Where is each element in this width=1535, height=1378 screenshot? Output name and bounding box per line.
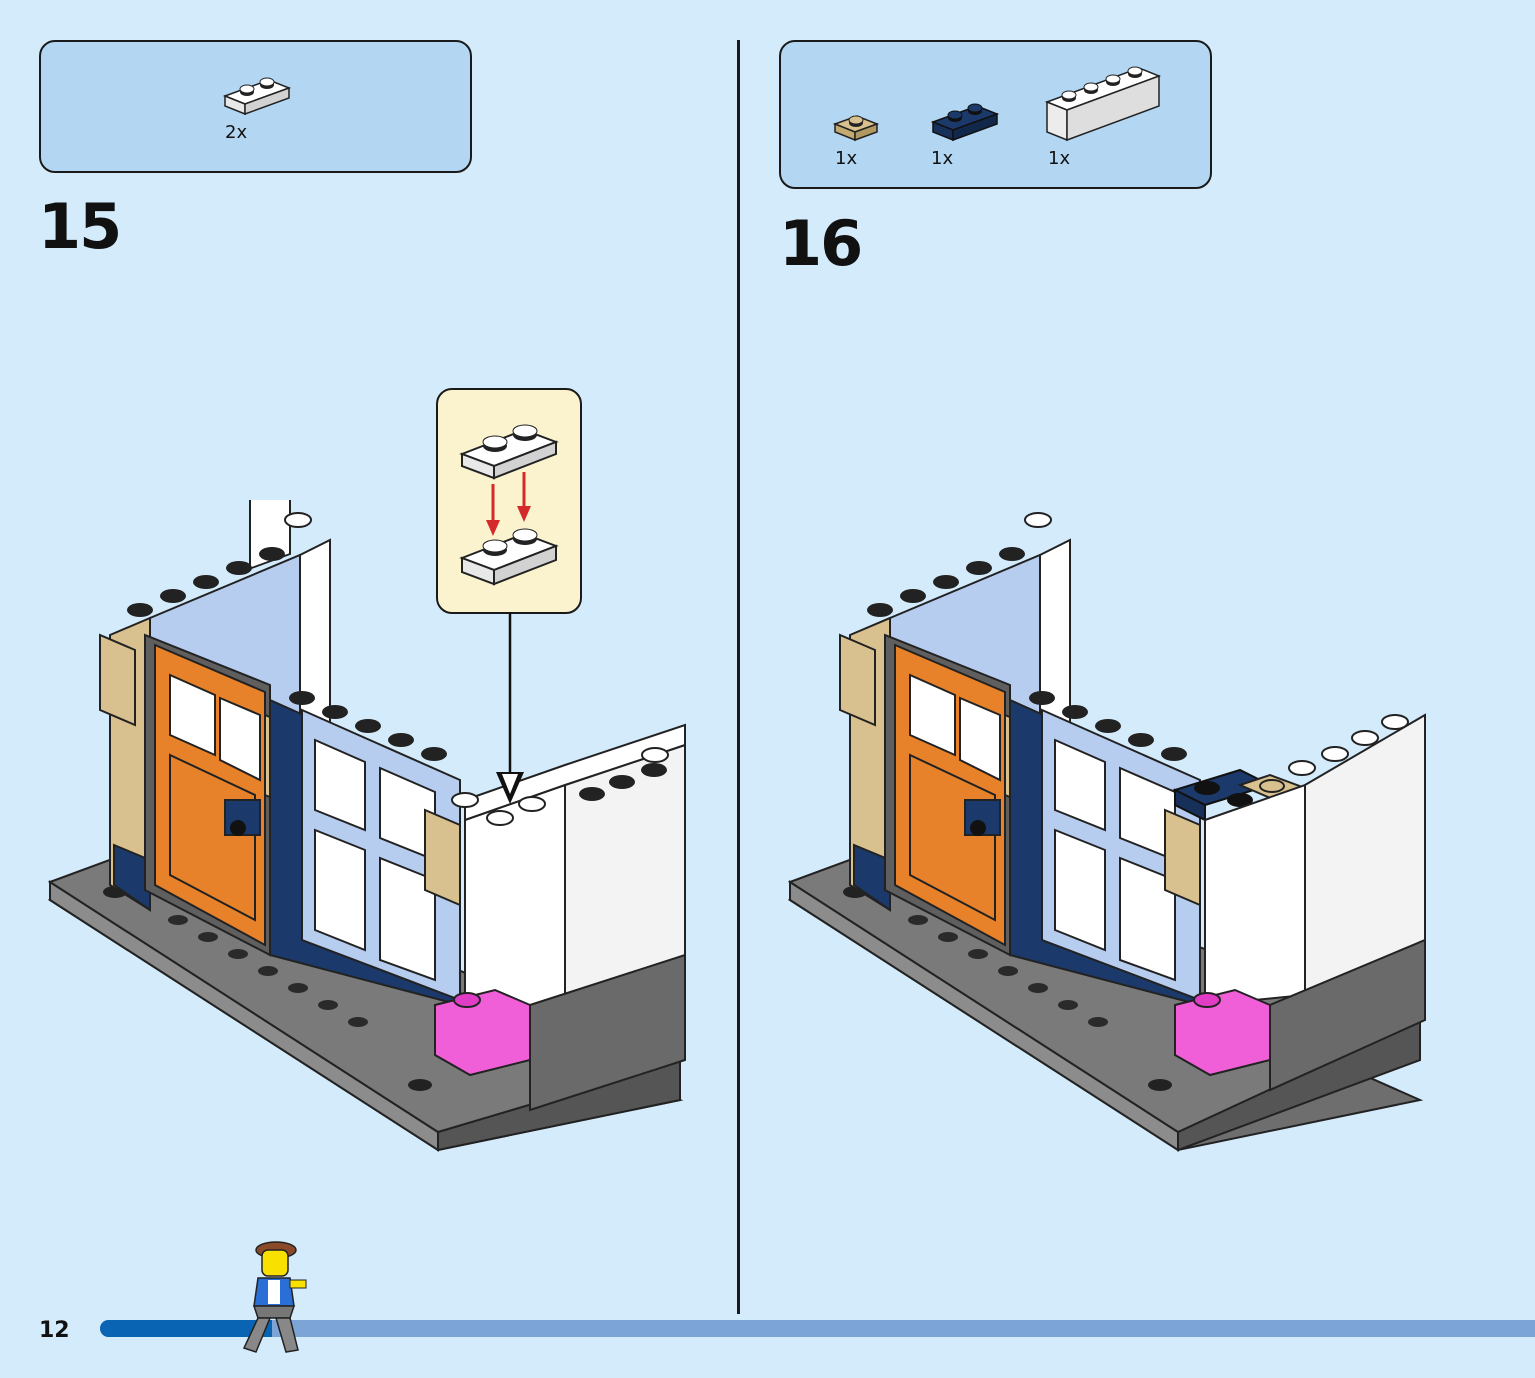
progress-track xyxy=(100,1320,1535,1337)
parts-list-step-15: 2x xyxy=(39,40,472,173)
white-brick-1x4-icon xyxy=(1044,66,1162,142)
assembly-callout xyxy=(436,388,582,614)
progress-fill xyxy=(100,1320,272,1337)
page-number: 12 xyxy=(39,1318,70,1343)
step-number-16: 16 xyxy=(779,207,863,280)
minifigure-walker-icon xyxy=(242,1241,307,1353)
step-divider xyxy=(737,40,740,1314)
dark-blue-plate-1x2-icon xyxy=(930,103,1000,142)
part-tan-plate-1x1 xyxy=(833,110,881,146)
model-step-16 xyxy=(787,512,1426,1152)
part-qty: 1x xyxy=(1048,148,1071,169)
part-qty: 2x xyxy=(225,122,248,143)
part-qty: 1x xyxy=(835,148,858,169)
step-number-15: 15 xyxy=(38,190,122,263)
callout-pointer-arrow xyxy=(496,612,524,804)
part-dark-blue-plate-1x2 xyxy=(929,98,1001,146)
white-plate-1x2-icon xyxy=(222,77,292,116)
part-qty: 1x xyxy=(931,148,954,169)
tan-plate-1x1-icon xyxy=(833,115,880,142)
part-white-brick-1x4 xyxy=(1043,60,1163,146)
part-white-plate-1x2 xyxy=(221,72,293,120)
parts-list-step-16: 1x 1x 1x xyxy=(779,40,1212,189)
model-step-15 xyxy=(47,500,686,1152)
plate-stack-icon xyxy=(459,424,559,586)
